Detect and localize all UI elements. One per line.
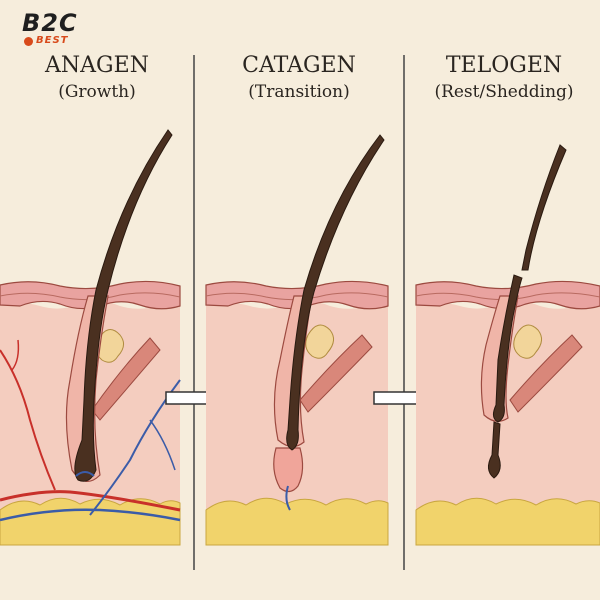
basketball-icon [24, 37, 33, 46]
telogen-subtitle: (Rest/Shedding) [434, 82, 574, 102]
anagen-vein-1 [89, 379, 181, 516]
catagen-subtitle: (Transition) [248, 82, 350, 102]
anagen-panel [0, 129, 181, 546]
anagen-vein-branch [149, 419, 176, 471]
telogen-title: TELOGEN (Rest/Shedding) [404, 52, 600, 104]
logo-text: B2C [22, 9, 78, 37]
logo-subtext: BEST [36, 35, 69, 46]
anagen-title: ANAGEN (Growth) [0, 52, 197, 104]
catagen-epidermis [205, 280, 389, 310]
catagen-name: CATAGEN [242, 53, 356, 78]
b2c-best-logo: B2C BEST [22, 10, 92, 50]
anagen-dermal-papilla [75, 471, 95, 477]
telogen-name: TELOGEN [445, 53, 563, 78]
catagen-panel [205, 134, 389, 546]
anagen-hair-shaft [74, 129, 173, 482]
anagen-vein-2 [0, 508, 181, 522]
anagen-artery-1 [0, 349, 56, 491]
anagen-arrector-muscle [91, 337, 161, 421]
catagen-bulb-remnant [273, 447, 304, 493]
anagen-fat-layer [0, 497, 181, 546]
catagen-sebaceous-gland [305, 324, 334, 359]
telogen-epidermis [415, 280, 600, 310]
telogen-sebaceous-gland [513, 324, 542, 359]
telogen-fat-layer [415, 497, 600, 546]
telogen-shedding-hair [521, 144, 567, 271]
anagen-subtitle: (Growth) [58, 82, 136, 102]
catagen-vessel [285, 485, 291, 511]
anagen-epidermis [0, 280, 181, 310]
telogen-panel [415, 144, 600, 546]
catagen-title: CATAGEN (Transition) [199, 52, 399, 104]
telogen-arrector-muscle [509, 334, 583, 413]
anagen-artery-2 [0, 490, 181, 512]
telogen-club-hair [492, 274, 523, 423]
anagen-name: ANAGEN [45, 53, 149, 78]
anagen-artery-branch [11, 339, 20, 371]
telogen-detached-bulb [488, 421, 501, 479]
catagen-arrector-muscle [299, 334, 373, 413]
catagen-hair-shaft [286, 134, 385, 451]
catagen-fat-layer [205, 497, 389, 546]
